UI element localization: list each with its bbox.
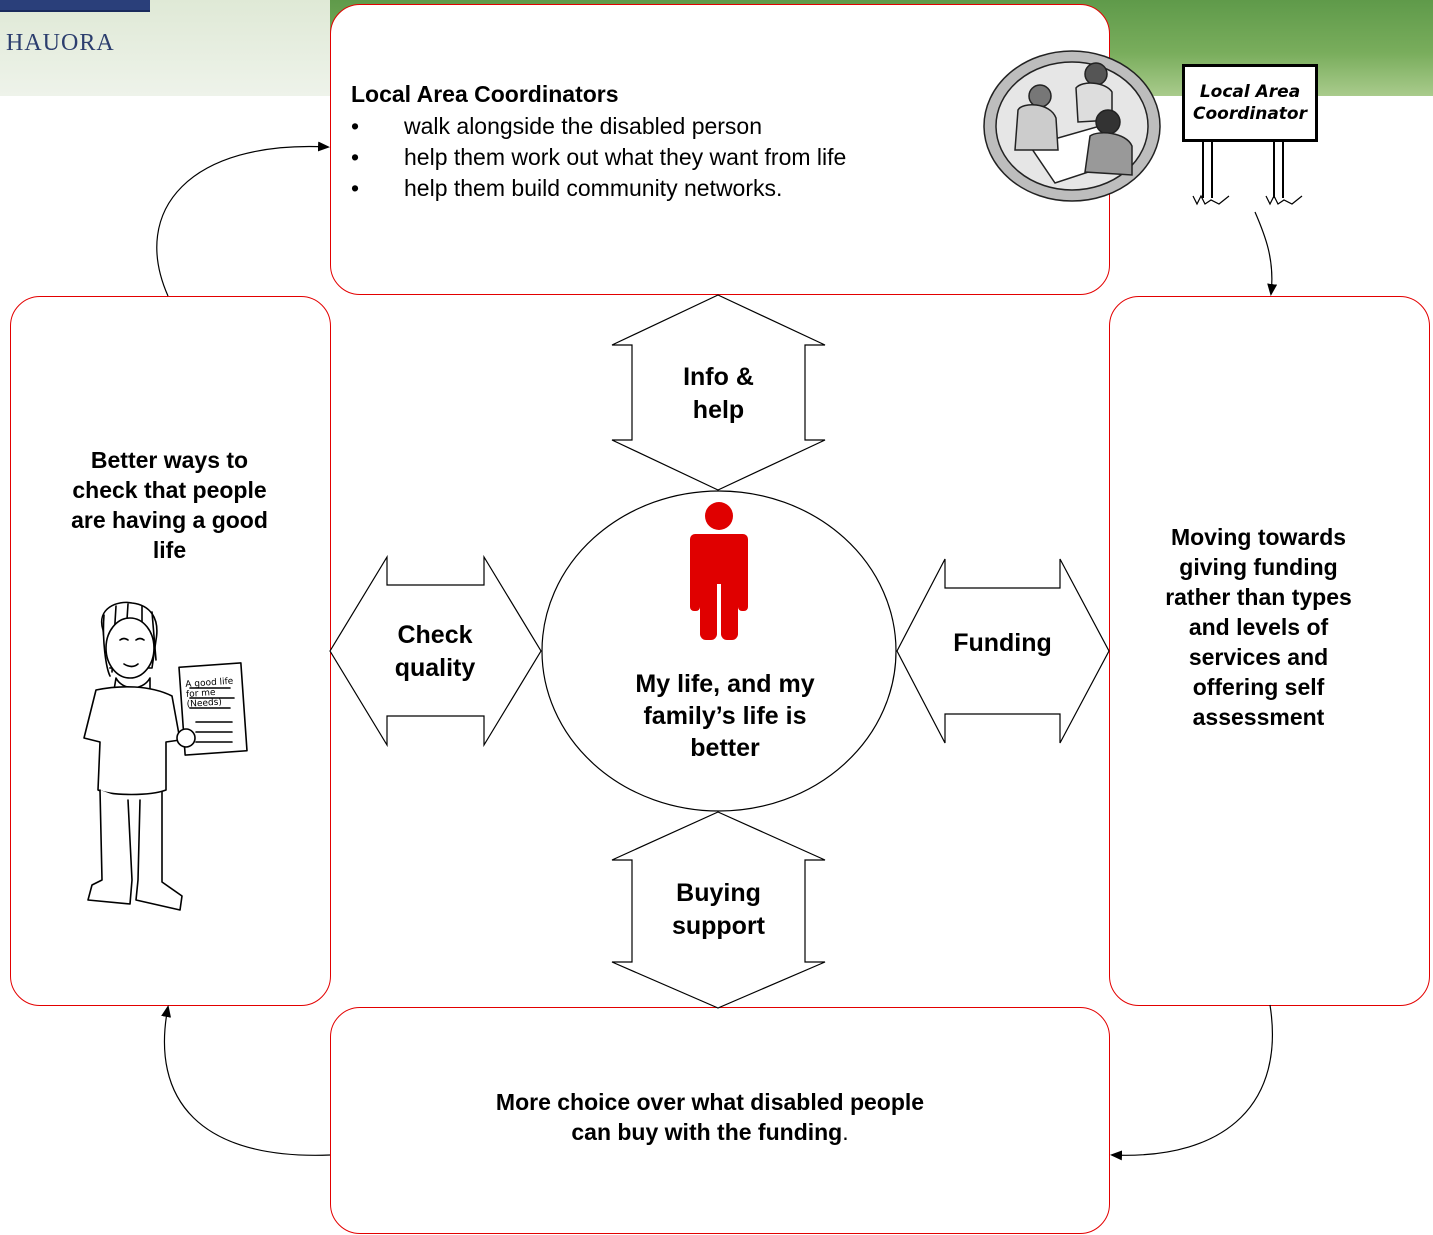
check-quality-double-arrow: [329, 554, 542, 748]
logo-area: HAUORA: [0, 0, 330, 96]
text-line: services and: [1188, 644, 1329, 670]
text-line: help: [692, 396, 745, 424]
text-line: offering self: [1192, 674, 1325, 700]
text-line: My life, and my: [635, 670, 815, 698]
lac-item: • walk alongside the disabled person: [351, 111, 846, 142]
text-line: rather than types: [1165, 584, 1352, 610]
text-line: check that people: [72, 477, 267, 503]
bullet: •: [351, 175, 360, 201]
sign-posts: [1192, 142, 1303, 206]
lac-title: Local Area Coordinators: [351, 81, 619, 107]
info-help-label: Info & help: [632, 361, 805, 427]
text-line: assessment: [1192, 704, 1325, 730]
boy-illustration-icon: [83, 601, 248, 911]
text-line: More choice over what disabled people: [495, 1089, 925, 1115]
text-line: Check: [397, 621, 473, 649]
text-line: Better ways to: [90, 447, 249, 473]
cycle-arrow-right-to-bottom: [1110, 1004, 1274, 1161]
local-area-coordinator-sign: Local Area Coordinator: [1182, 64, 1318, 142]
lac-item-text: help them build community networks.: [404, 175, 783, 201]
text-line: family’s life is: [643, 702, 807, 730]
text-line: are having a good: [71, 507, 268, 533]
sign-line-1: Local Area: [1199, 82, 1301, 102]
local-area-coordinators-box: Local Area Coordinators • walk alongside …: [330, 4, 1110, 295]
bullet: •: [351, 113, 360, 139]
text-line: Buying: [676, 879, 761, 907]
text-line-part: can buy with the funding: [571, 1119, 843, 1145]
lac-item: • help them build community networks.: [351, 173, 846, 204]
lac-list: • walk alongside the disabled person • hel…: [351, 111, 846, 204]
funding-label: Funding: [925, 627, 1080, 660]
buying-support-double-arrow: [611, 811, 826, 1009]
info-help-double-arrow: [611, 294, 826, 491]
text-period: .: [842, 1119, 849, 1145]
cycle-arrow-top-to-right: [1254, 211, 1278, 296]
lac-item: • help them work out what they want from …: [351, 142, 846, 173]
logo-bar: [0, 0, 150, 12]
text-line: Moving towards: [1170, 524, 1347, 550]
text-line: can buy with the funding.: [340, 1117, 1080, 1147]
sign-line-2: Coordinator: [1193, 104, 1307, 124]
more-choice-text: More choice over what disabled people ca…: [340, 1087, 1080, 1147]
funding-double-arrow: [896, 558, 1110, 744]
more-choice-box: [330, 1007, 1110, 1234]
check-good-life-text: Better ways to check that people are hav…: [20, 445, 319, 565]
text-line: Info &: [683, 363, 754, 391]
text-line: quality: [394, 654, 476, 682]
text-line: better: [690, 734, 760, 762]
cycle-arrow-left-to-top: [156, 141, 330, 297]
text-line: Funding: [953, 629, 1052, 657]
funding-text: Moving towards giving funding rather tha…: [1119, 522, 1398, 732]
text-line: life: [152, 537, 187, 563]
text-line: and levels of: [1188, 614, 1329, 640]
bullet: •: [351, 144, 360, 170]
person-icon: [690, 502, 748, 640]
center-text: My life, and my family’s life is better: [585, 668, 865, 764]
lac-item-text: walk alongside the disabled person: [404, 113, 763, 139]
buying-support-label: Buying support: [632, 877, 805, 943]
center-circle: [541, 490, 897, 812]
funding-box: [1109, 296, 1430, 1006]
cycle-arrow-bottom-to-left: [161, 1005, 331, 1156]
text-line: support: [671, 912, 766, 940]
text-line: giving funding: [1179, 554, 1338, 580]
logo-text: HAUORA: [6, 30, 115, 56]
lac-item-text: help them work out what they want from l…: [404, 144, 847, 170]
check-quality-label: Check quality: [360, 619, 510, 685]
meeting-illustration-icon: [983, 50, 1161, 202]
good-life-paper-text: A good life for me (Needs): [185, 676, 243, 710]
